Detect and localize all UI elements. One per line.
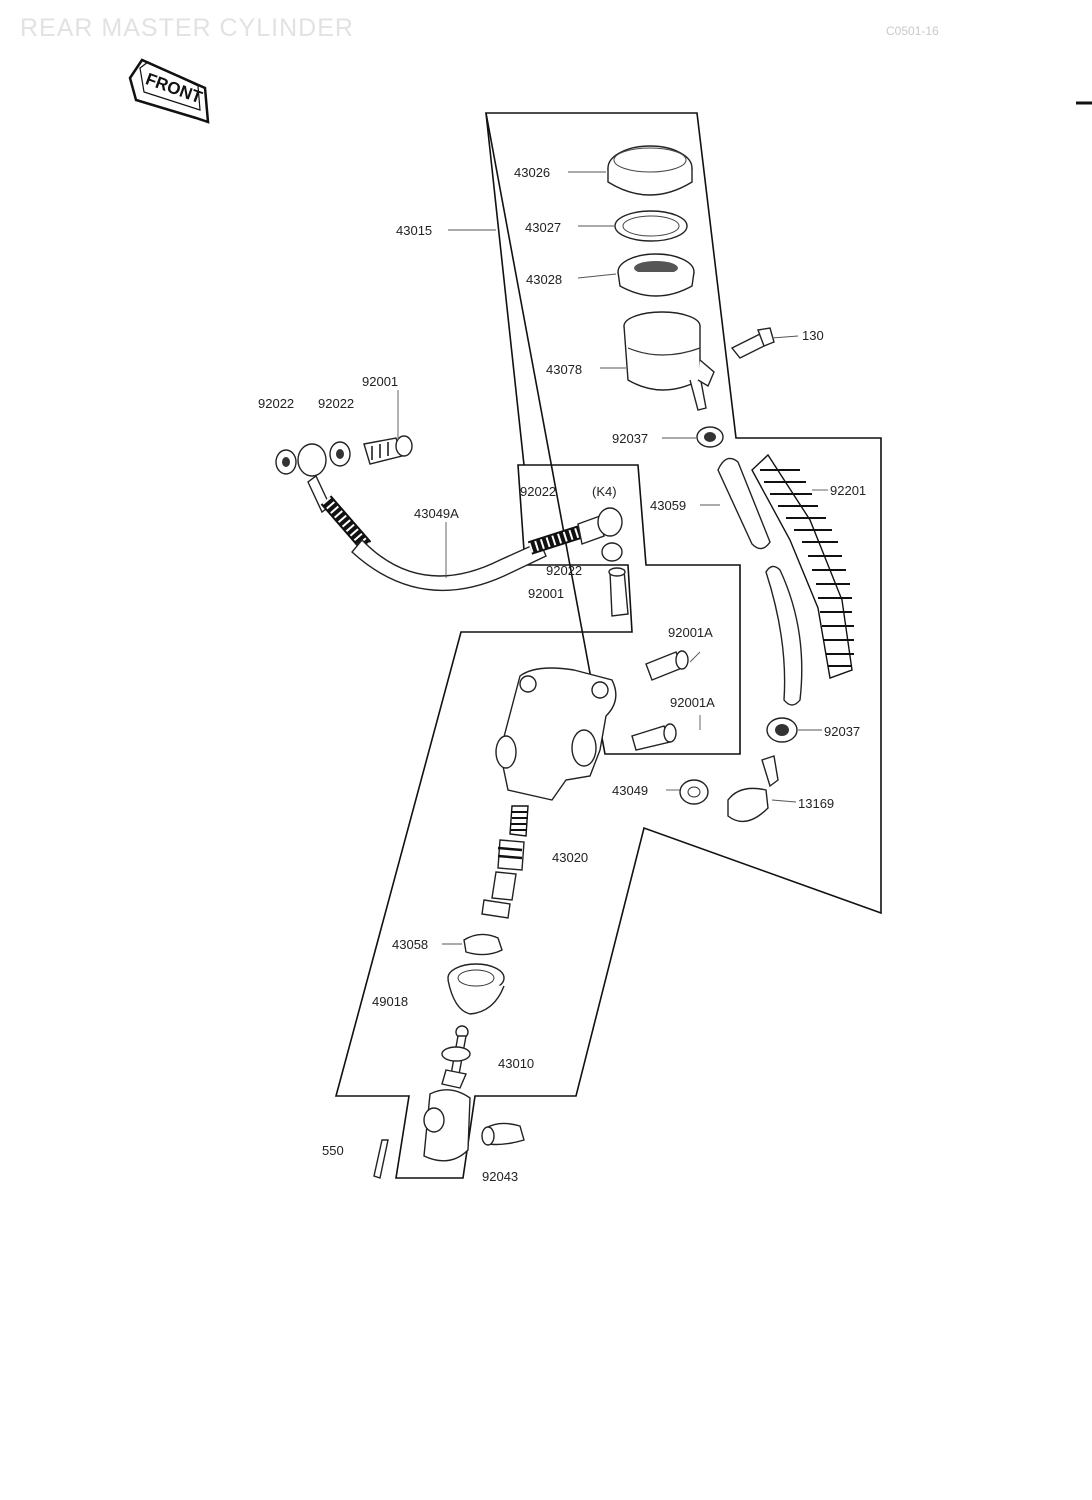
hose-clamp-top: [696, 426, 724, 448]
callout-label: 92001: [362, 374, 398, 389]
callout-label: 43015: [396, 223, 432, 238]
callout-label: 92001A: [670, 695, 715, 710]
callout-label: 92201: [830, 483, 866, 498]
reservoir-hose-lower: [765, 565, 803, 706]
diaphragm: [617, 253, 695, 297]
leader-lines: [397, 171, 828, 945]
cotter-pin: [373, 1139, 389, 1179]
hose-clamp-bottom: [766, 717, 798, 743]
front-arrow-icon: FRONT: [128, 58, 210, 124]
o-ring: [679, 779, 709, 805]
assembly-outline-inner: [485, 112, 525, 466]
reservoir: [623, 311, 715, 411]
callout-label: 92022: [520, 484, 556, 499]
dust-boot: [447, 963, 505, 1015]
callout-label: 43026: [514, 165, 550, 180]
master-cylinder-body: [495, 667, 617, 801]
bolt-a1: [645, 650, 689, 681]
callout-label: 43058: [392, 937, 428, 952]
callout-label: 92037: [824, 724, 860, 739]
callout-label: 43059: [650, 498, 686, 513]
brake-hose: [320, 495, 583, 592]
callout-label: 130: [802, 328, 824, 343]
callout-label: 49018: [372, 994, 408, 1009]
reservoir-hose: [717, 457, 771, 550]
callout-label: 43049A: [414, 506, 459, 521]
banjo-bolt-mid: [608, 567, 629, 617]
callout-label: 43049: [612, 783, 648, 798]
banjo-bolt-top: [363, 435, 413, 465]
banjo-fitting-right: [577, 507, 623, 562]
clevis: [423, 1089, 471, 1162]
callout-label: 92037: [612, 431, 648, 446]
push-rod: [441, 1025, 471, 1089]
piston-assembly: [481, 805, 529, 919]
callout-label: 43010: [498, 1056, 534, 1071]
callout-label: 43020: [552, 850, 588, 865]
assembly-outline: [334, 112, 882, 1179]
callout-labels: 43026 43015 43027 43028 130 43078 92001 …: [258, 165, 866, 1184]
callout-label: 43078: [546, 362, 582, 377]
hose-fitting: [727, 755, 779, 823]
callout-label: 550: [322, 1143, 344, 1158]
reservoir-cap: [607, 145, 693, 196]
callout-label: 92043: [482, 1169, 518, 1184]
callout-label: (K4): [592, 484, 617, 499]
callout-label: 13169: [798, 796, 834, 811]
piston-stopper: [463, 933, 503, 956]
callout-label: 92001: [528, 586, 564, 601]
clevis-pin: [481, 1122, 525, 1146]
callout-label: 92001A: [668, 625, 713, 640]
callout-label: 92022: [318, 396, 354, 411]
callout-label: 43028: [526, 272, 562, 287]
page-title: REAR MASTER CYLINDER: [20, 14, 354, 42]
callout-label: 43027: [525, 220, 561, 235]
page-code: C0501-16: [886, 24, 939, 38]
bolt-a2: [631, 723, 677, 751]
diaphragm-plate: [614, 210, 688, 242]
hose-spring-guard: [751, 453, 854, 679]
callout-label: 92022: [258, 396, 294, 411]
screw: [730, 327, 775, 359]
callout-label: 92022: [546, 563, 582, 578]
